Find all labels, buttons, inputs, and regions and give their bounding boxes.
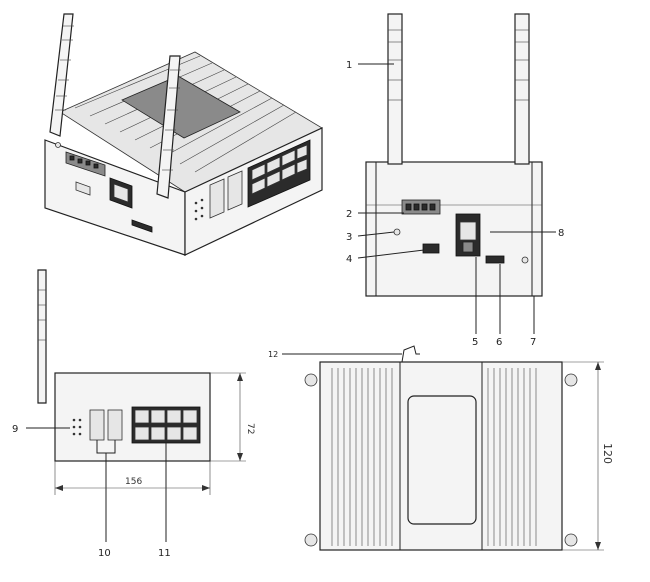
callout-5: 5 <box>472 337 478 348</box>
callout-7: 7 <box>530 337 536 348</box>
callout-9: 9 <box>12 424 18 435</box>
callout-3: 3 <box>346 232 352 243</box>
callout-12: 12 <box>268 350 278 359</box>
callout-2: 2 <box>346 209 352 220</box>
callout-10: 10 <box>98 548 111 559</box>
callout-4: 4 <box>346 254 352 265</box>
dimension-top-height: 120 <box>601 443 614 464</box>
callout-1: 1 <box>346 60 352 71</box>
side-view <box>26 269 246 542</box>
callout-11: 11 <box>158 548 171 559</box>
dimension-side-height: 72 <box>245 423 255 434</box>
front-view <box>357 13 556 334</box>
callout-6: 6 <box>496 337 502 348</box>
top-view <box>282 345 604 551</box>
callout-8: 8 <box>558 228 564 239</box>
dimension-side-width: 156 <box>125 477 142 487</box>
isometric-view <box>44 13 323 256</box>
